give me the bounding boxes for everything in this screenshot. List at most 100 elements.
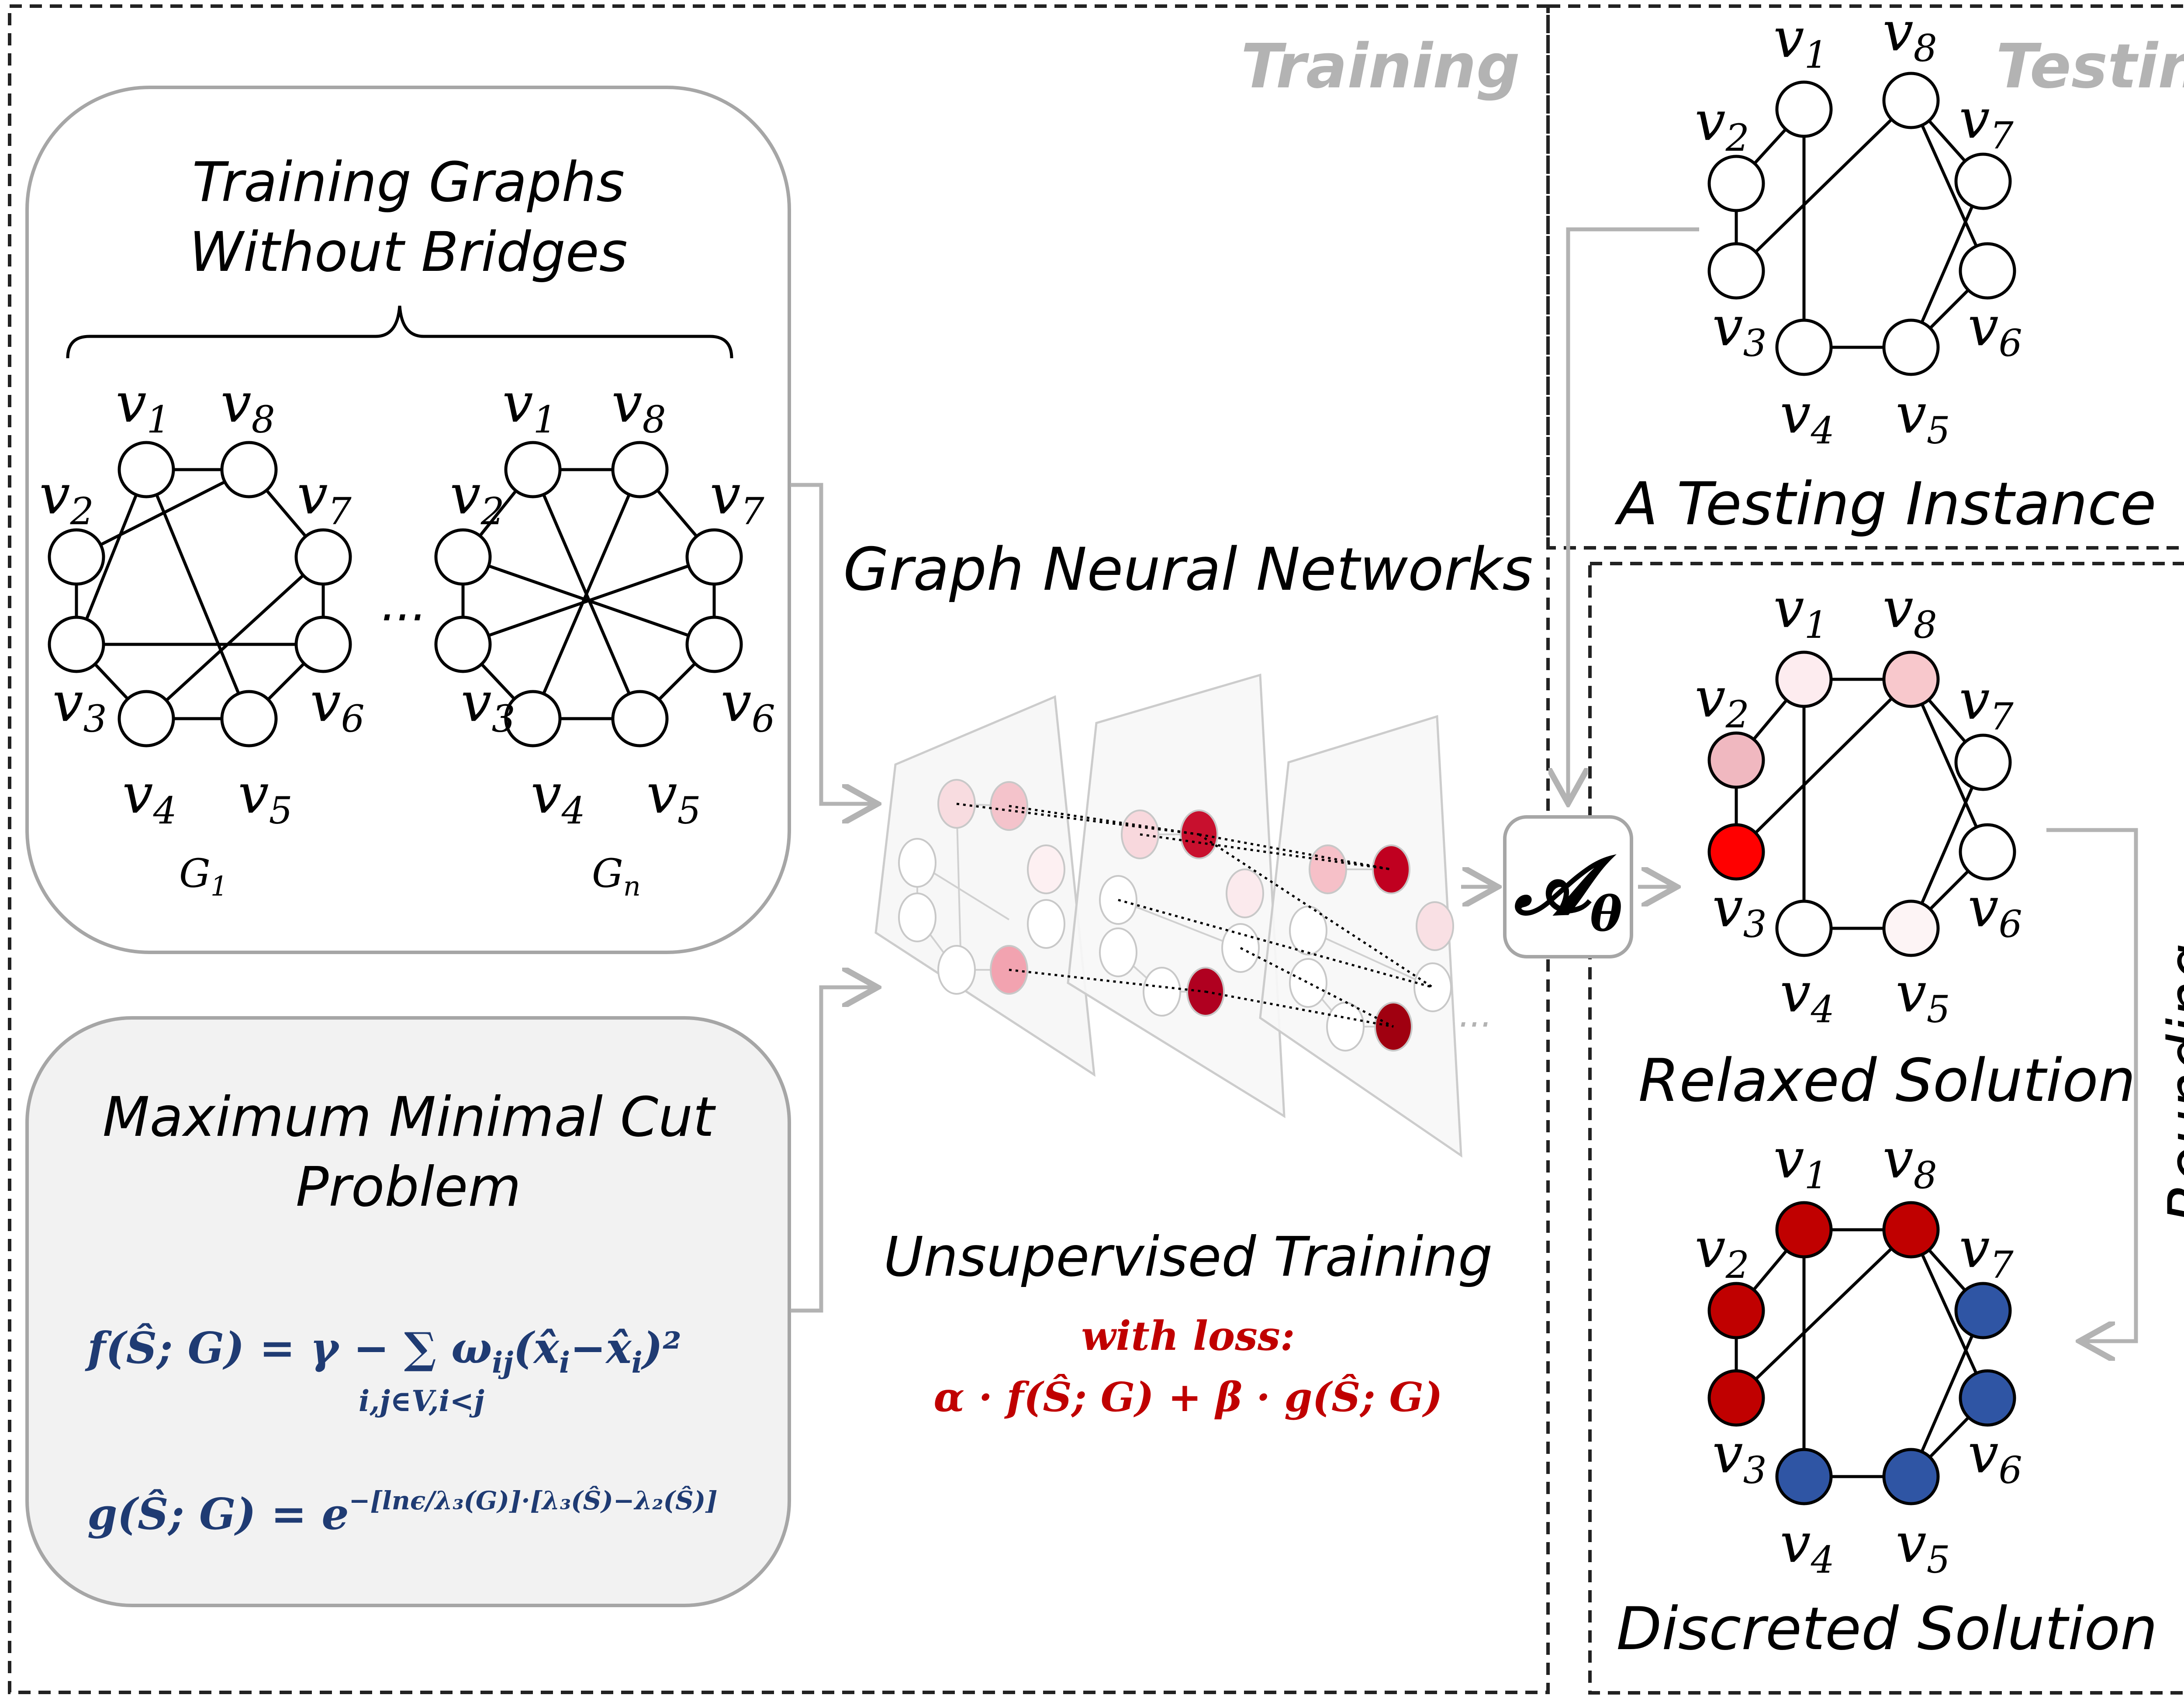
test-node-v3 <box>1707 242 1765 300</box>
l1-node-f <box>1027 899 1065 949</box>
relaxed-node-v1 <box>1775 650 1833 708</box>
discrete-label-v8: v8 <box>1883 1127 1937 1197</box>
gn-node-v7 <box>685 528 743 586</box>
arrow-graphs-to-gnn <box>791 483 874 804</box>
g1-label-v8: v8 <box>221 371 275 442</box>
test-label-v5: v5 <box>1896 382 1950 453</box>
model-box <box>1503 815 1633 958</box>
gn-node-v1 <box>504 441 562 498</box>
g1-node-v4 <box>117 690 175 747</box>
g1-node-v7 <box>294 528 352 586</box>
gn-label-v4: v4 <box>531 762 585 833</box>
l3-node-c <box>1289 906 1327 955</box>
graph-gn: v1 v8 v2 v7 v3 v6 v4 v5 Gn <box>434 371 775 902</box>
test-node-v1 <box>1775 80 1833 138</box>
test-node-v8 <box>1882 72 1940 129</box>
test-node-v4 <box>1775 318 1833 376</box>
discrete-label-v3: v3 <box>1712 1422 1767 1492</box>
relaxed-node-v8 <box>1882 650 1940 708</box>
gn-label-v2: v2 <box>450 463 505 533</box>
relaxed-node-v5 <box>1882 899 1940 957</box>
arrow-rounding <box>2046 828 2138 1341</box>
test-label-v1: v1 <box>1773 7 1828 77</box>
test-label-v2: v2 <box>1695 90 1749 160</box>
testing-instance-graph: v1 v8 v2 v7 v3 v6 v4 v5 <box>1695 0 2022 453</box>
test-label-v3: v3 <box>1712 295 1767 365</box>
test-label-v4: v4 <box>1780 382 1835 453</box>
testing-frame <box>1546 4 2184 550</box>
discrete-label-v2: v2 <box>1695 1217 1749 1287</box>
f-formula: f(Ŝ; G) = γ − ∑ ωij(x̂i−x̂i)² <box>85 1323 681 1380</box>
g1-caption: G1 <box>179 851 228 902</box>
g1-node-v8 <box>220 441 278 498</box>
l3-node-d <box>1416 901 1454 951</box>
discrete-node-v1 <box>1775 1201 1833 1259</box>
gn-node-v5 <box>611 690 669 747</box>
gnn-title: Graph Neural Networks <box>843 535 1533 604</box>
relaxed-label-v2: v2 <box>1695 666 1749 737</box>
test-node-v7 <box>1954 152 2012 210</box>
gnn-layer-1 <box>874 695 1096 1077</box>
test-label-v6: v6 <box>1968 295 2022 365</box>
l3-node-e <box>1289 958 1327 1008</box>
discrete-node-v6 <box>1959 1369 2016 1427</box>
g-formula: g(Ŝ; G) = e−[lnϵ/λ₃(G)]·[λ₃(Ŝ)−λ₂(Ŝ)] <box>87 1486 718 1539</box>
discrete-node-v4 <box>1775 1448 1833 1505</box>
gnn-layer-2 <box>1067 673 1286 1118</box>
solution-frame <box>1588 562 2184 1695</box>
discrete-node-v5 <box>1882 1448 1940 1505</box>
g1-label-v6: v6 <box>310 671 365 741</box>
gnn-loss-formula: α · f(Ŝ; G) + β · g(Ŝ; G) <box>933 1373 1442 1421</box>
l1-node-g <box>937 945 976 995</box>
discrete-label-v6: v6 <box>1968 1422 2022 1492</box>
gn-node-v4 <box>504 690 562 747</box>
l3-node-g <box>1326 1002 1365 1052</box>
test-node-v5 <box>1882 318 1940 376</box>
discrete-label-v5: v5 <box>1896 1512 1950 1582</box>
training-graphs-box <box>25 86 791 954</box>
discrete-node-v3 <box>1707 1369 1765 1427</box>
problem-title-line1: Maximum Minimal Cut <box>103 1086 716 1149</box>
discrete-label-v4: v4 <box>1780 1512 1835 1582</box>
test-node-v6 <box>1959 242 2016 300</box>
rounding-label: Rounding <box>2156 943 2184 1224</box>
gnn-layer-3 <box>1259 715 1462 1158</box>
test-label-v7: v7 <box>1959 87 2014 158</box>
relaxed-caption: Relaxed Solution <box>1638 1046 2136 1115</box>
problem-box <box>25 1016 791 1607</box>
g1-label-v5: v5 <box>238 762 293 833</box>
gnn-training-caption: Unsupervised Training <box>884 1225 1493 1289</box>
relaxed-label-v3: v3 <box>1712 876 1767 946</box>
testing-title: Testing <box>1996 31 2184 102</box>
gnn-ellipsis: ... <box>1459 994 1492 1035</box>
g1-label-v1: v1 <box>116 371 170 442</box>
training-graphs-title-line1: Training Graphs <box>192 151 625 214</box>
relaxed-label-v4: v4 <box>1780 961 1835 1031</box>
graph-g1-nodes <box>48 441 352 747</box>
g1-node-v1 <box>117 441 175 498</box>
relaxed-node-v4 <box>1775 899 1833 957</box>
gn-caption: Gn <box>592 851 641 902</box>
g1-node-v6 <box>294 616 352 673</box>
arrow-instance-to-model <box>1568 227 1699 799</box>
gn-label-v7: v7 <box>710 463 764 533</box>
relaxed-node-v6 <box>1959 823 2016 881</box>
test-label-v8: v8 <box>1883 0 1937 70</box>
gn-node-v3 <box>434 616 492 673</box>
l1-node-c <box>898 838 936 888</box>
gn-node-v2 <box>434 528 492 586</box>
relaxed-label-v5: v5 <box>1896 961 1950 1031</box>
discrete-label-v7: v7 <box>1959 1217 2014 1287</box>
testing-instance-caption: A Testing Instance <box>1614 470 2156 538</box>
l3-node-a <box>1309 844 1347 894</box>
g1-label-v4: v4 <box>122 762 177 833</box>
g1-node-v3 <box>48 616 105 673</box>
graph-g1: v1 v8 v2 v7 v3 v6 v4 v5 G1 <box>39 371 365 902</box>
gn-node-v8 <box>611 441 669 498</box>
l1-node-d <box>1027 844 1065 894</box>
g1-label-v2: v2 <box>39 463 94 533</box>
l3-node-f <box>1413 962 1452 1012</box>
g1-node-v2 <box>48 528 105 586</box>
model-symbol: 𝓐θ <box>1514 840 1622 942</box>
